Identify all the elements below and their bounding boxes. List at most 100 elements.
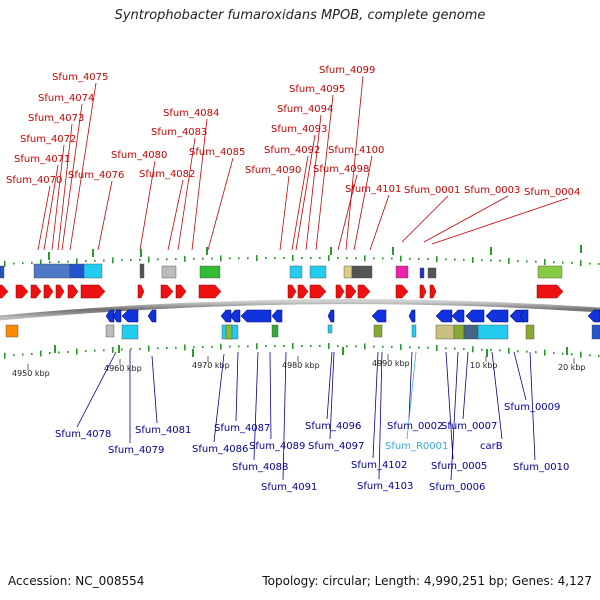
reverse-feature-box [453,324,465,340]
track-marker [192,349,194,357]
reverse-gene-label: Sfum_4078 [55,429,111,440]
track-marker [48,252,50,260]
guide-dot [58,351,60,354]
reverse-gene-label: Sfum_4081 [135,425,191,436]
leader-line [253,351,259,461]
guide-dot [517,350,519,353]
guide-dot [427,258,429,261]
reverse-feature-box [477,324,509,340]
guide-dot [112,257,114,264]
guide-dot [472,346,474,353]
guide-dot [580,351,582,358]
forward-gene-arrow [30,284,42,299]
label-leader-lines [37,75,569,481]
track-marker [486,349,488,357]
reverse-feature-box [525,324,535,340]
forward-gene-label: Sfum_0004 [524,187,580,198]
guide-dot [571,261,573,264]
reverse-gene-arrow [112,309,122,323]
guide-dot [220,255,222,262]
reverse-gene-label: Sfum_4096 [305,421,361,432]
forward-gene-arrow [80,284,106,299]
forward-feature-box [139,263,145,279]
guide-dot [58,260,60,263]
leader-line [207,157,234,251]
guide-dot [409,346,411,349]
leader-line [61,103,83,251]
guide-dot [247,257,249,260]
leader-line [406,351,417,440]
reverse-gene-label: Sfum_4097 [308,441,364,452]
forward-feature-box [83,263,103,279]
reverse-feature-box [411,324,417,338]
forward-gene-label: Sfum_4080 [111,150,167,161]
leader-line [431,197,569,245]
leader-line [345,75,364,251]
reverse-gene-label: Sfum_4088 [232,462,288,473]
forward-gene-label: Sfum_4095 [289,84,345,95]
guide-dot [319,345,321,348]
forward-gene-label: Sfum_4082 [139,169,195,180]
reverse-feature-box [435,324,455,340]
guide-dot [76,258,78,265]
guide-dot [328,255,330,262]
track-marker [392,247,394,255]
reverse-gene-arrow [240,309,272,323]
guide-dot [373,345,375,348]
guide-dot [238,345,240,348]
guide-dot [121,348,123,351]
reverse-feature-box [121,324,139,340]
guide-dot [103,349,105,352]
forward-feature-box [395,265,409,279]
forward-gene-label: Sfum_4076 [68,170,124,181]
guide-dot [562,352,564,355]
reverse-gene-arrow [408,309,416,323]
guide-dot [364,343,366,350]
leader-line [491,351,503,440]
forward-feature-box [351,265,373,279]
guide-dot [274,257,276,260]
guide-dot [445,258,447,261]
leader-line [139,160,156,251]
guide-dot [598,262,600,265]
forward-gene-arrow [67,284,79,299]
reverse-gene-arrow [229,309,241,323]
leader-line [529,351,536,461]
guide-dot [40,259,42,266]
track-marker [330,247,332,255]
forward-gene-label: Sfum_4098 [313,164,369,175]
guide-dot [409,257,411,260]
guide-dot [103,259,105,262]
guide-dot [13,262,15,265]
leader-line [450,351,459,481]
guide-dot [571,353,573,356]
track-marker [566,347,568,355]
guide-dot [355,345,357,348]
guide-dot [130,348,132,351]
guide-dot [94,259,96,262]
forward-feature-box [427,267,437,279]
leader-line [326,351,333,420]
reverse-gene-label: carB [480,441,503,452]
forward-feature-box [419,267,425,279]
forward-gene-arrow [335,284,345,299]
forward-gene-arrow [429,284,437,299]
forward-gene-arrow [419,284,427,299]
scale-tick-label: 4950 kbp [12,369,50,378]
leader-line [279,175,290,251]
scale-tick-label: 4980 kbp [282,361,320,370]
forward-gene-label: Sfum_4075 [52,72,108,83]
accession-text: Accession: NC_008554 [8,574,145,588]
leader-line [191,118,208,251]
forward-gene-label: Sfum_4099 [319,65,375,76]
guide-dot [553,352,555,355]
guide-dot [76,348,78,355]
guide-dot [148,256,150,263]
guide-dot [85,350,87,353]
forward-gene-arrow [536,284,564,299]
track-marker [490,247,492,255]
guide-dot [166,258,168,261]
guide-dot [553,261,555,264]
leader-line [337,174,358,251]
guide-dot [382,345,384,348]
